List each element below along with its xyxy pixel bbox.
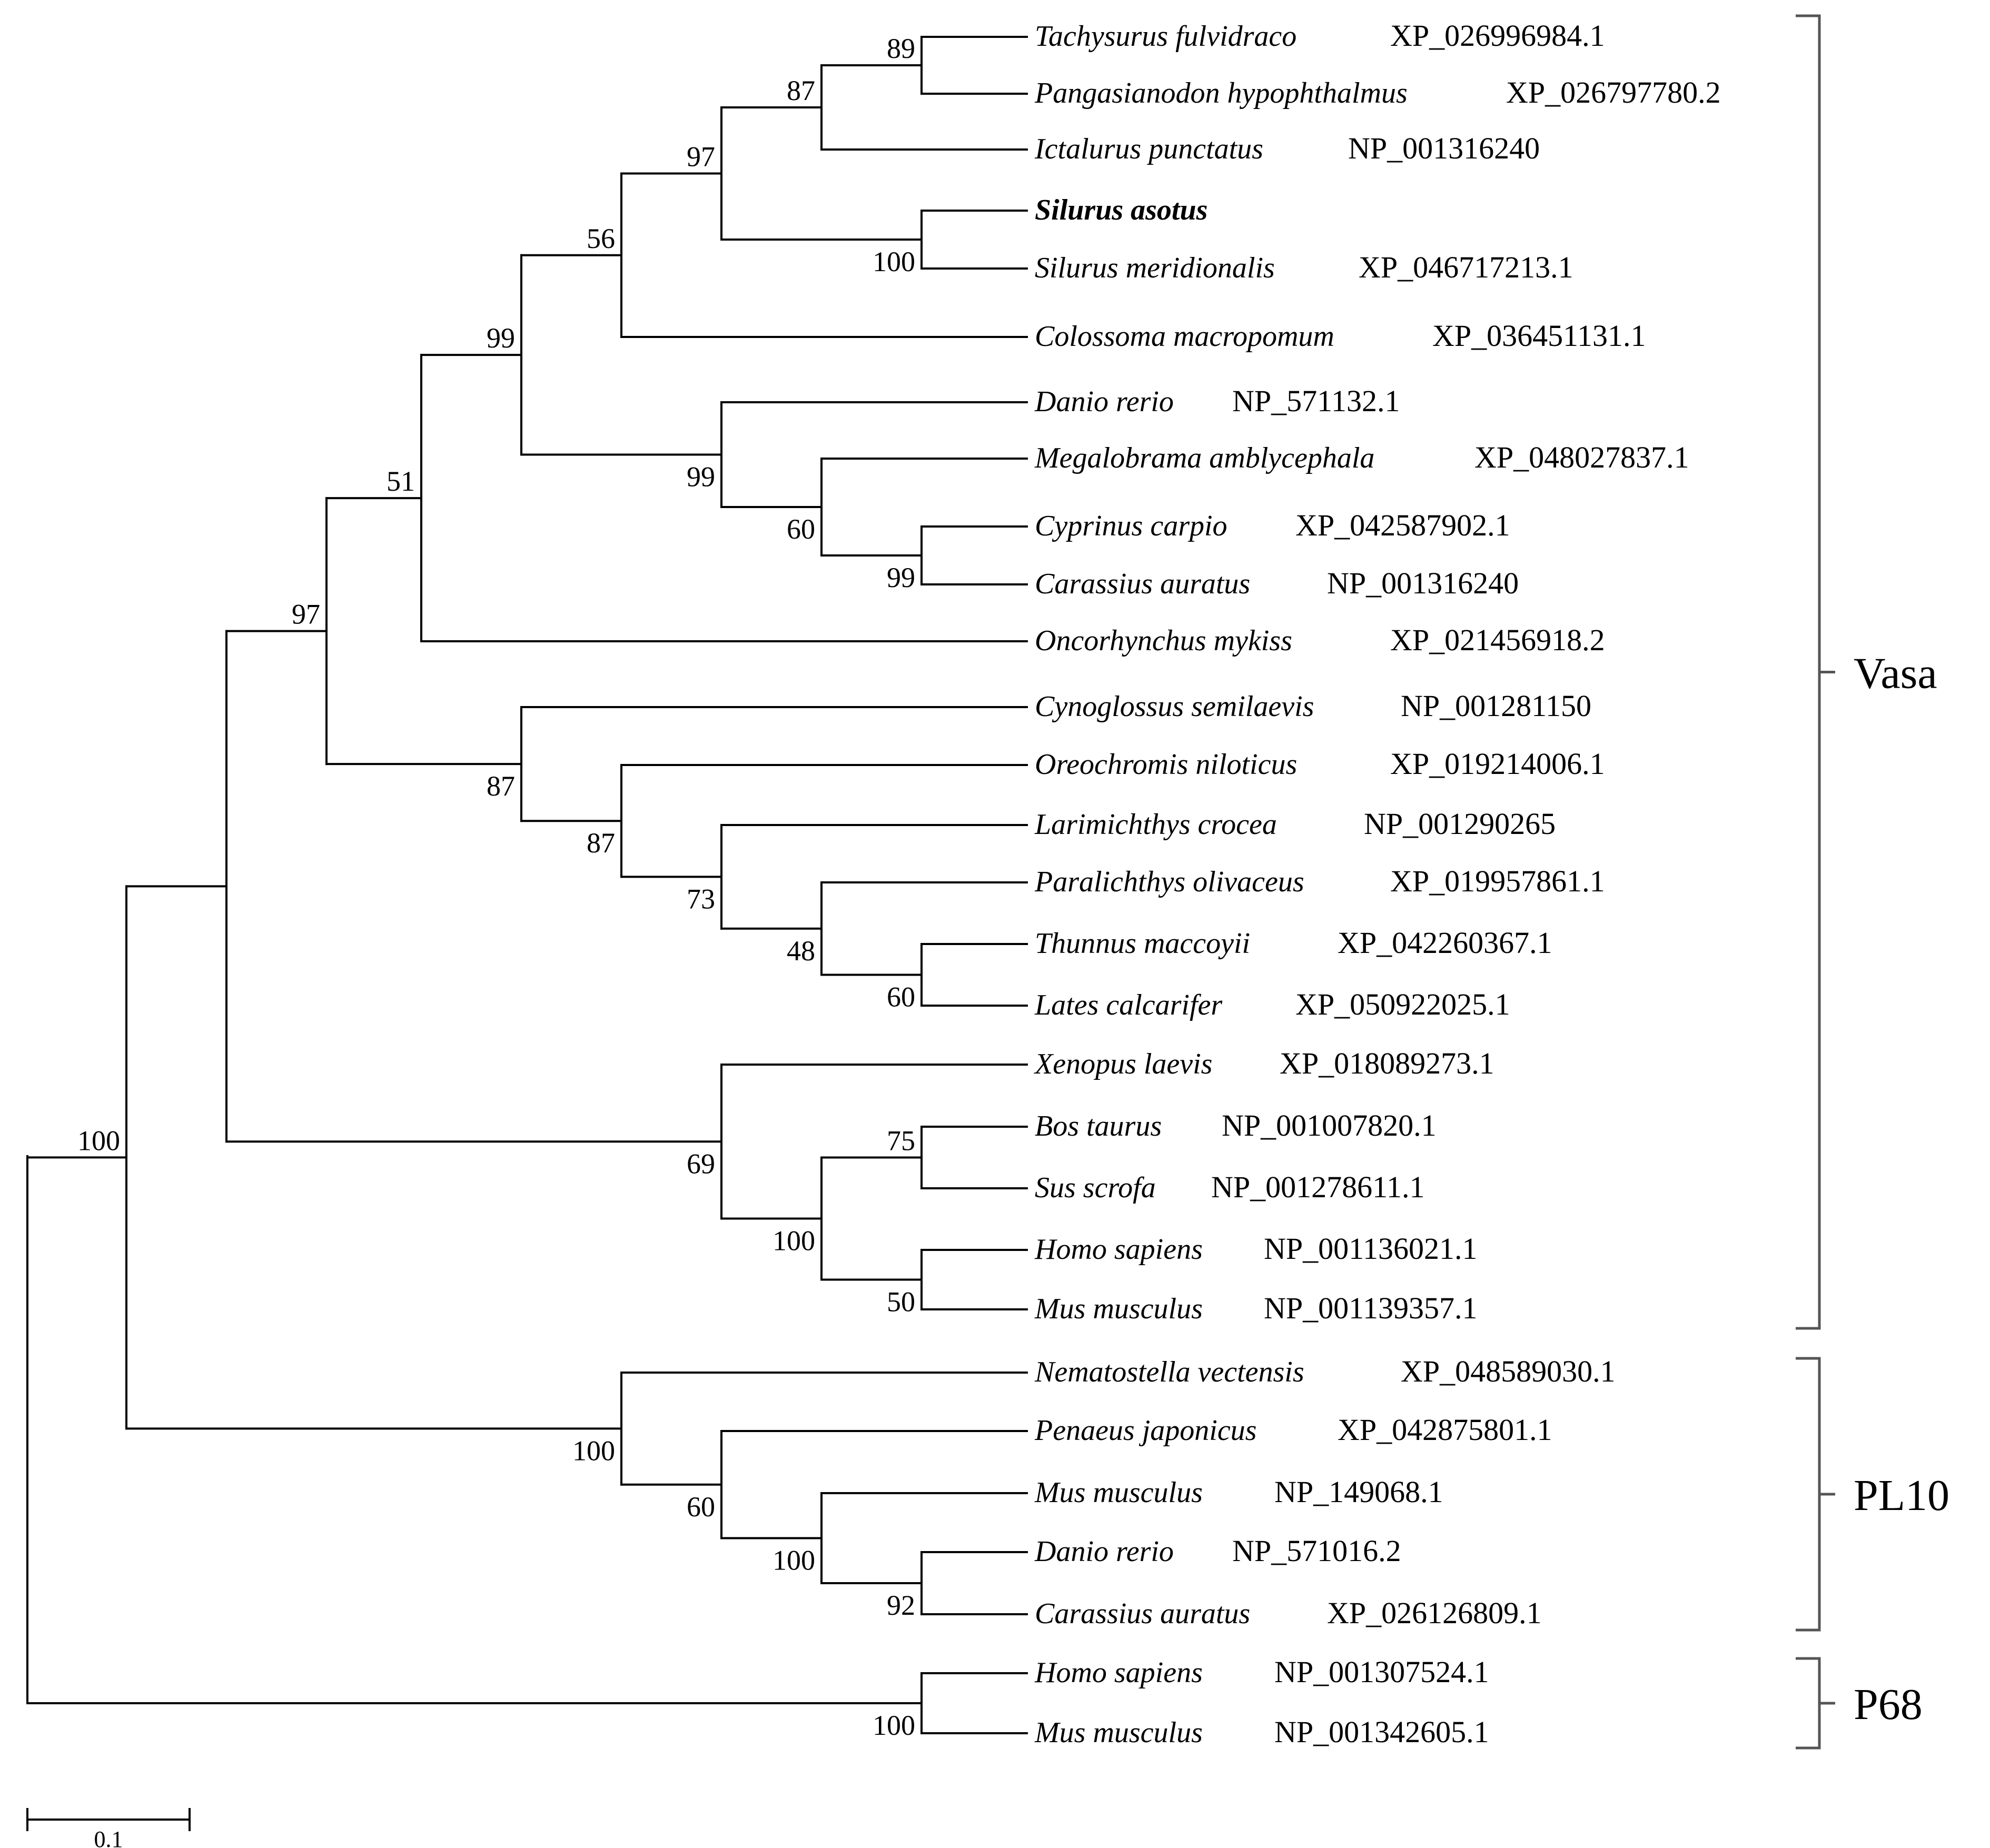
taxon-accession: XP_048027837.1 [1474,440,1689,474]
bootstrap-value: 100 [873,246,915,277]
bootstrap-value: 99 [487,322,515,354]
taxon-accession: XP_021456918.2 [1390,623,1605,657]
scale-bar-label: 0.1 [94,1826,123,1848]
taxon-accession: NP_001342605.1 [1274,1715,1489,1749]
bootstrap-value: 89 [887,33,915,64]
taxon-accession: NP_001007820.1 [1222,1108,1437,1142]
taxon-accession: XP_019214006.1 [1390,747,1605,781]
taxon-species-name: Mus musculus [1034,1476,1203,1509]
taxon-species-name: Mus musculus [1034,1716,1203,1749]
bootstrap-value: 75 [887,1125,915,1157]
bootstrap-value: 60 [887,981,915,1013]
taxon-species-name: Silurus asotus [1035,194,1207,226]
taxon-accession: NP_571016.2 [1232,1534,1401,1568]
clade-label: Vasa [1854,649,1937,698]
taxon-species-name: Cynoglossus semilaevis [1035,690,1314,723]
taxon-accession: XP_046717213.1 [1359,250,1573,284]
bootstrap-value: 87 [487,770,515,802]
bootstrap-value: 100 [773,1225,815,1257]
taxon-species-name: Danio rerio [1034,385,1174,418]
taxon-accession: XP_036451131.1 [1432,319,1646,353]
clade-label: PL10 [1854,1471,1949,1520]
taxon-species-name: Cyprinus carpio [1035,510,1227,542]
taxon-accession: NP_001281150 [1401,689,1591,723]
clade-bracket [1796,1357,1835,1632]
bootstrap-value: 97 [687,141,715,173]
taxon-species-name: Paralichthys olivaceus [1034,866,1304,898]
taxon-species-name: Pangasianodon hypophthalmus [1034,77,1408,110]
bootstrap-value: 73 [687,883,715,915]
taxon-species-name: Ictalurus punctatus [1034,133,1263,165]
taxon-species-name: Oreochromis niloticus [1035,748,1297,781]
taxon-accession: NP_571132.1 [1232,384,1400,418]
taxon-species-name: Penaeus japonicus [1034,1414,1256,1447]
taxon-accession: NP_001278611.1 [1211,1170,1425,1204]
scale-bar: 0.1 [26,1808,191,1848]
taxon-species-name: Carassius auratus [1035,568,1250,600]
taxon-species-name: Lates calcarifer [1034,989,1222,1021]
taxon-species-name: Thunnus maccoyii [1035,927,1250,960]
taxon-species-name: Nematostella vectensis [1034,1356,1304,1388]
taxon-accession: NP_001316240 [1348,131,1540,165]
taxon-accession: XP_042587902.1 [1295,508,1510,542]
taxon-species-name: Carassius auratus [1035,1597,1250,1630]
bootstrap-value: 100 [572,1435,615,1466]
bootstrap-value: 92 [887,1589,915,1621]
bootstrap-labels: 89 87 97 100 56 99 99 60 99 51 97 87 87 73 48 60 100 69 75… [77,33,915,1741]
bootstrap-value: 69 [687,1148,715,1179]
taxon-accession: XP_048589030.1 [1401,1354,1616,1388]
taxon-accession: NP_001290265 [1364,807,1556,841]
bootstrap-value: 50 [887,1286,915,1318]
taxon-species-name: Sus scrofa [1035,1171,1156,1204]
taxon-species-name: Oncorhynchus mykiss [1035,624,1292,657]
bootstrap-value: 100 [873,1710,915,1741]
taxon-species-name: Danio rerio [1034,1535,1174,1568]
taxon-species-name: Colossoma macropomum [1035,320,1334,353]
bootstrap-value: 60 [687,1491,715,1523]
taxon-species-name: Homo sapiens [1034,1233,1203,1266]
taxon-accession: NP_149068.1 [1274,1475,1443,1509]
taxon-accession: NP_001136021.1 [1264,1231,1478,1266]
bootstrap-value: 100 [77,1125,120,1156]
clade-bracket [1796,1657,1835,1750]
bootstrap-value: 100 [773,1545,815,1576]
taxon-accession: XP_019957861.1 [1390,864,1605,898]
scale-bar-line [26,1808,191,1831]
bootstrap-value: 97 [292,599,320,630]
taxon-accession: XP_026996984.1 [1390,18,1605,53]
clade-label: P68 [1854,1680,1923,1729]
taxon-accession: NP_001307524.1 [1274,1655,1489,1689]
bootstrap-value: 56 [587,223,615,254]
taxon-accession: NP_001316240 [1327,566,1519,600]
clade-bracket [1796,14,1835,1330]
taxon-species-name: Xenopus laevis [1034,1048,1212,1080]
taxon-species-name: Mus musculus [1034,1293,1203,1325]
taxon-accession: XP_042875801.1 [1338,1413,1552,1447]
bootstrap-value: 99 [887,562,915,593]
bootstrap-value: 99 [687,461,715,493]
bootstrap-value: 87 [787,75,815,106]
taxon-labels: Tachysurus fulvidraco XP_026996984.1Panga… [1034,18,1721,1749]
bootstrap-value: 48 [787,935,815,967]
taxon-species-name: Megalobrama amblycephala [1034,442,1374,474]
taxon-accession: XP_026126809.1 [1327,1596,1542,1630]
taxon-species-name: Tachysurus fulvidraco [1035,20,1296,53]
taxon-species-name: Larimichthys crocea [1034,808,1277,841]
taxon-accession: NP_001139357.1 [1264,1291,1478,1325]
taxon-accession: XP_026797780.2 [1506,75,1721,110]
taxon-accession: XP_042260367.1 [1338,926,1552,960]
bootstrap-value: 60 [787,513,815,545]
taxon-species-name: Silurus meridionalis [1035,252,1275,284]
taxon-species-name: Homo sapiens [1034,1656,1203,1689]
tree-branches [26,36,1028,1734]
bootstrap-value: 51 [387,465,415,497]
taxon-accession: XP_018089273.1 [1280,1046,1494,1080]
taxon-accession: XP_050922025.1 [1295,987,1510,1021]
taxon-species-name: Bos taurus [1035,1110,1162,1142]
bootstrap-value: 87 [587,827,615,859]
